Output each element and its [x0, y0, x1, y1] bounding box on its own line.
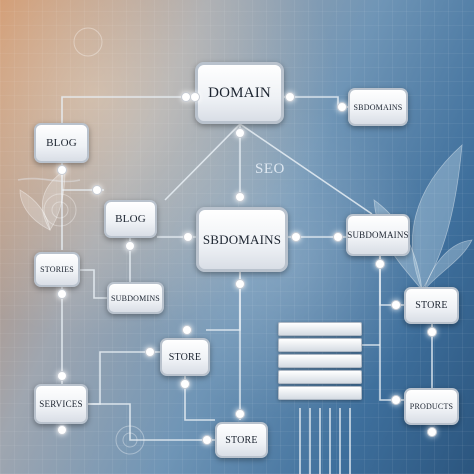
decorative-circle-left-inner — [51, 201, 69, 219]
server-stack-icon — [278, 322, 362, 408]
connector-services-storebottom — [88, 403, 215, 441]
connector-dot — [235, 128, 245, 138]
connector-dot — [375, 259, 385, 269]
connector-store-storebottom — [184, 376, 215, 421]
connector-stories-subdomins — [80, 269, 107, 299]
node-services[interactable]: SERVICES — [34, 384, 88, 424]
leaf-decoration-left — [19, 169, 66, 231]
connector-dot — [391, 395, 401, 405]
node-domain[interactable]: DOMAIN — [195, 62, 284, 124]
connector-dot — [427, 327, 437, 337]
connector-dot — [291, 232, 301, 242]
connector-dot — [145, 347, 155, 357]
connector-dot — [285, 92, 295, 102]
node-subdomains-top-right[interactable]: SBDOMAINS — [348, 88, 408, 126]
connector-dot — [92, 185, 102, 195]
connector-dot — [235, 192, 245, 202]
connector-server-cables — [299, 408, 351, 474]
connector-domain-subdomains-right — [239, 123, 373, 215]
seo-label: SEO — [255, 161, 285, 177]
decorative-circle-top — [73, 27, 103, 57]
connector-dot — [57, 425, 67, 435]
connector-dot — [337, 102, 347, 112]
connector-dot — [190, 92, 200, 102]
node-store-right-label: STORE — [415, 300, 448, 311]
connector-dot — [391, 300, 401, 310]
connector-dot — [202, 435, 212, 445]
connector-dot — [183, 232, 193, 242]
connector-domain-blog-center — [164, 123, 241, 201]
node-subdomains-top-right-label: SBDOMAINS — [353, 102, 403, 112]
decorative-circle-left — [43, 193, 77, 227]
connector-domain-blog — [61, 96, 195, 123]
connector-dot — [57, 289, 67, 299]
node-products[interactable]: PRODUCTS — [404, 388, 459, 425]
connector-dot — [125, 241, 135, 251]
node-store-right[interactable]: STORE — [404, 287, 459, 324]
node-subdomains-left-label: SUBDOMINS — [111, 293, 160, 303]
decorative-circle-bottom-inner — [122, 432, 138, 448]
connector-services-store — [88, 351, 160, 405]
connector-dot — [57, 165, 67, 175]
node-store-center-label: STORE — [168, 351, 202, 363]
node-blog-left-label: BLOG — [46, 137, 77, 149]
node-services-label: SERVICES — [39, 399, 83, 409]
node-subdomains-right-label: SUBDOMAINS — [347, 230, 409, 240]
connector-dot — [57, 371, 67, 381]
connector-dot — [333, 232, 343, 242]
decorative-circle-bottom — [115, 425, 145, 455]
connector-dot — [235, 409, 245, 419]
node-blog-center[interactable]: BLOG — [104, 200, 157, 238]
node-blog-left[interactable]: BLOG — [34, 123, 89, 163]
connector-dot — [181, 92, 191, 102]
connector-dot — [180, 379, 190, 389]
node-store-center[interactable]: STORE — [160, 338, 210, 376]
node-subdomains-center-label: SBDOMAINS — [202, 231, 282, 247]
node-products-label: PRODUCTS — [409, 402, 454, 411]
connector-dot — [182, 325, 192, 335]
node-domain-label: DOMAIN — [208, 84, 271, 101]
node-subdomains-right[interactable]: SUBDOMAINS — [346, 214, 410, 256]
decorative-line — [17, 177, 81, 183]
node-subdomains-left[interactable]: SUBDOMINS — [107, 282, 164, 314]
node-stories[interactable]: STORIES — [34, 252, 80, 287]
node-blog-center-label: BLOG — [115, 213, 146, 225]
node-subdomains-center[interactable]: SBDOMAINS — [196, 207, 288, 272]
node-stories-label: STORIES — [40, 265, 74, 274]
node-store-bottom[interactable]: STORE — [215, 422, 268, 458]
connector-dot — [427, 427, 437, 437]
connector-dot — [235, 279, 245, 289]
node-store-bottom-label: STORE — [225, 434, 258, 446]
